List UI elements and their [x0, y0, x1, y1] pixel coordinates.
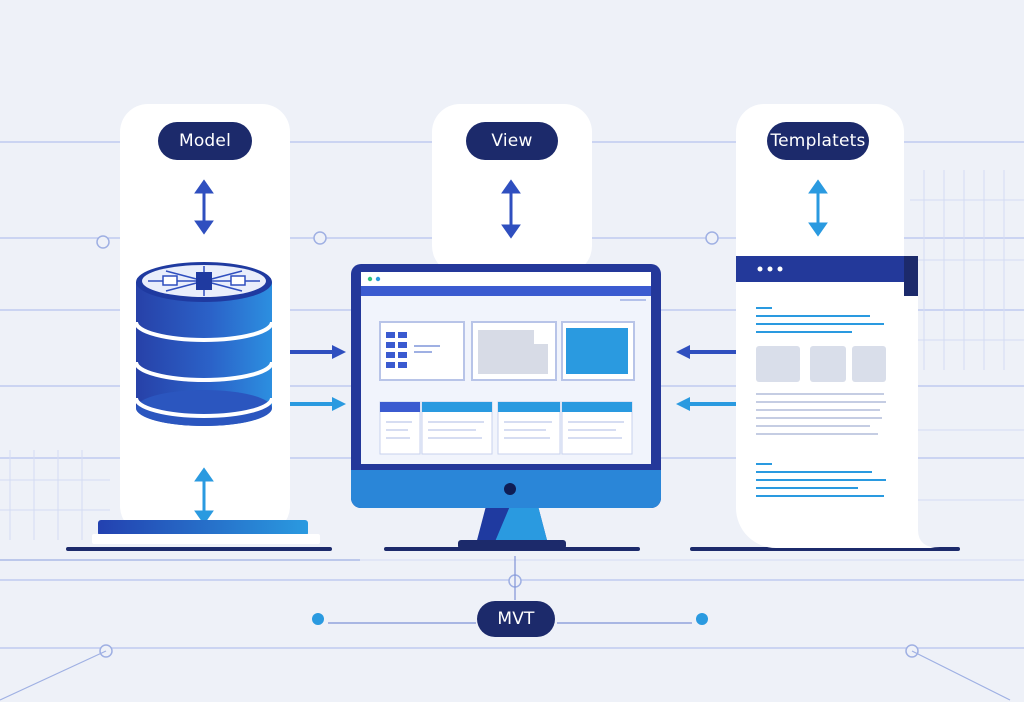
corner-connectors: [0, 559, 1011, 701]
mvt-left-node: [312, 613, 324, 625]
mvt-connectors: [328, 556, 692, 624]
view-arrow: [501, 179, 521, 239]
database-icon: [92, 262, 320, 544]
templates-label: Templatets: [767, 122, 869, 160]
mvt-right-node: [696, 613, 708, 625]
templates-to-view-arrows: [676, 345, 736, 411]
view-label: View: [466, 122, 558, 160]
document-icon: [736, 256, 918, 497]
templates-card: [736, 104, 940, 548]
monitor-icon: [351, 264, 661, 549]
model-to-view-arrows: [290, 345, 346, 411]
model-bottom-arrow: [194, 467, 214, 525]
model-top-arrow: [194, 179, 214, 235]
templates-arrow: [808, 179, 828, 237]
mvt-label: MVT: [477, 601, 555, 637]
model-label: Model: [158, 122, 252, 160]
monitor-table-row: [379, 401, 633, 455]
connector-nodes: [96, 231, 919, 658]
